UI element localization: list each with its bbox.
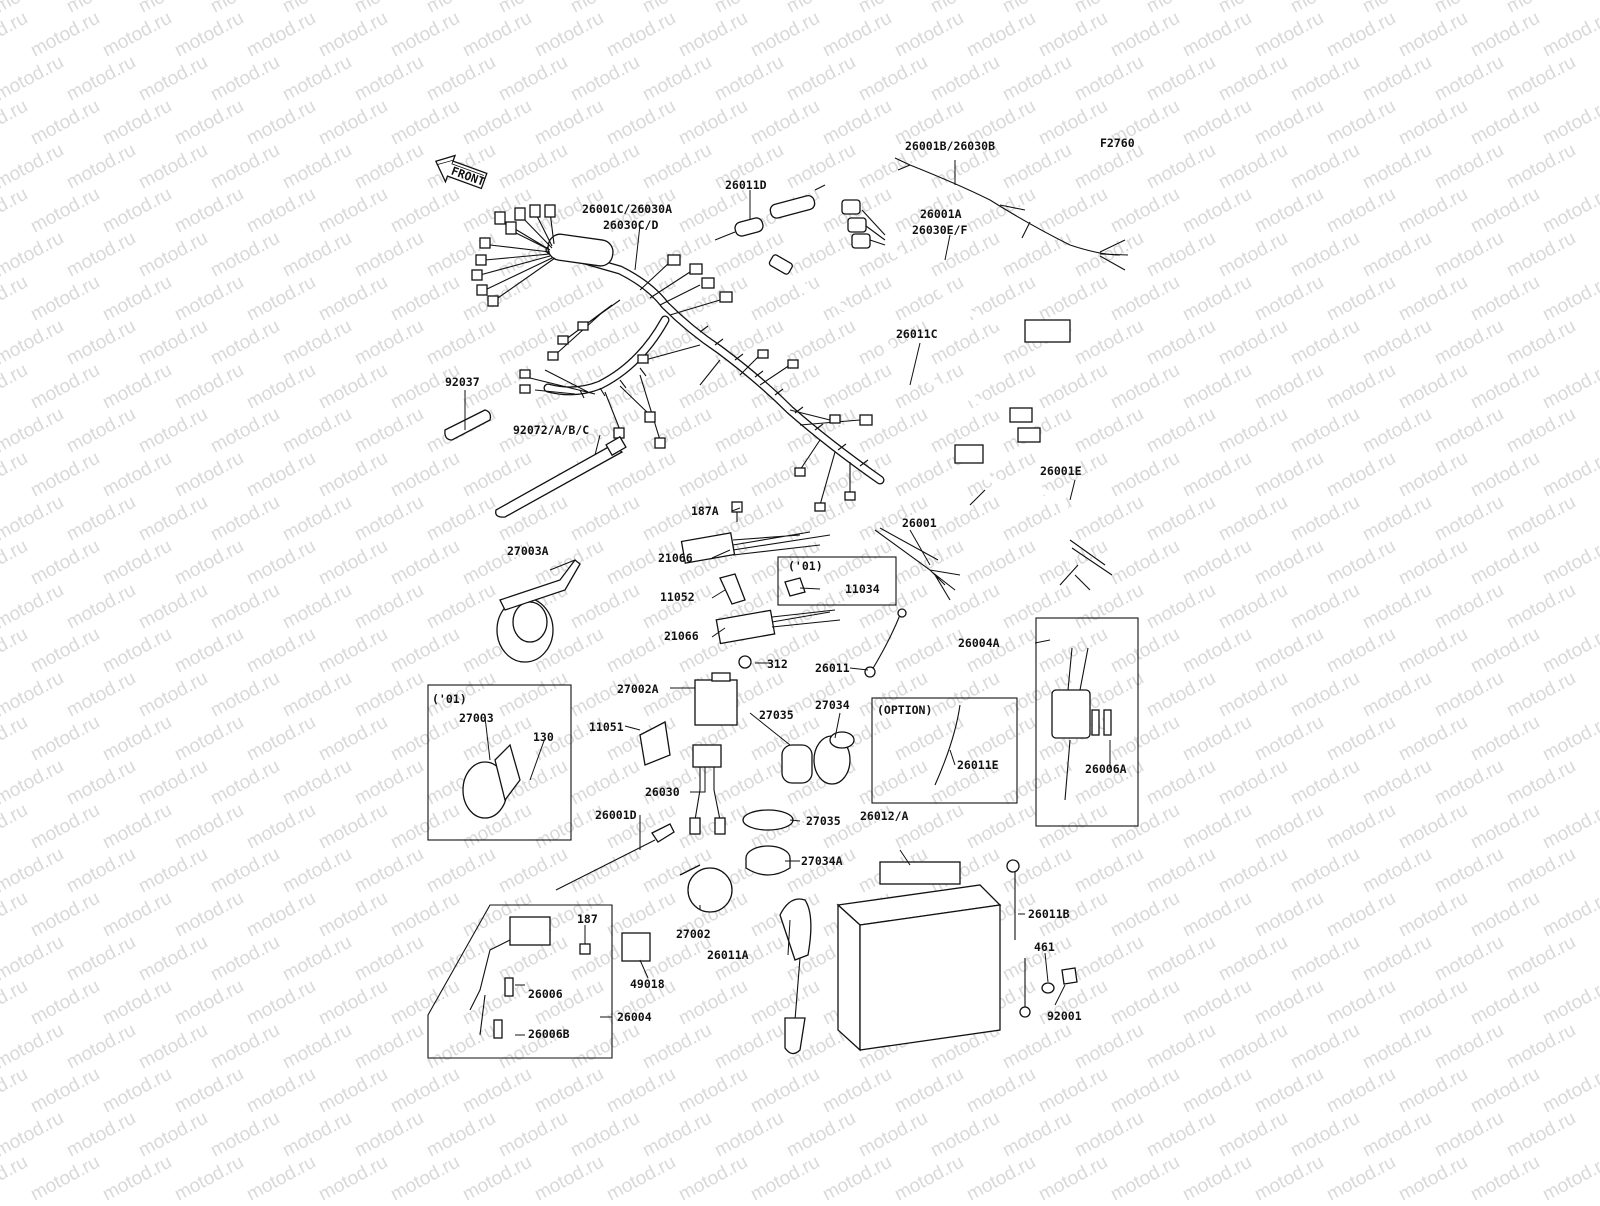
part-21066-top <box>680 531 831 564</box>
figure-code: F2760 <box>1100 136 1135 150</box>
label-461: 461 <box>1034 940 1055 954</box>
label-27002: 27002 <box>676 927 711 941</box>
part-187A-bolt <box>731 501 743 522</box>
label-49018: 49018 <box>630 977 665 991</box>
label-11034: 11034 <box>845 582 880 596</box>
part-26001-harness <box>874 527 961 601</box>
label-01-a: ('01) <box>788 559 823 573</box>
part-26001E-harness <box>954 444 1113 591</box>
label-26030C-D: 26030C/D <box>603 218 658 232</box>
part-labels: 26001B/26030B 26011D 26001C/26030A 26030… <box>432 139 1127 1041</box>
label-27003A: 27003A <box>507 544 549 558</box>
label-26011: 26011 <box>815 661 850 675</box>
label-option: (OPTION) <box>877 703 932 717</box>
label-26004: 26004 <box>617 1010 652 1024</box>
label-92037: 92037 <box>445 375 480 389</box>
part-26011B-cable <box>1006 859 1031 1018</box>
part-92037-clip <box>444 409 492 441</box>
part-461-washer <box>1041 982 1055 994</box>
label-26011B: 26011B <box>1028 907 1070 921</box>
box-26004 <box>427 904 613 1059</box>
box-01-27003 <box>427 684 572 841</box>
label-27034: 27034 <box>815 698 850 712</box>
label-26001: 26001 <box>902 516 937 530</box>
part-92072-band <box>495 435 627 518</box>
label-26012-A: 26012/A <box>860 809 909 823</box>
part-21066-bottom <box>715 609 841 645</box>
main-wiring-harness <box>471 204 885 512</box>
part-27034-buzzer <box>813 731 855 785</box>
label-92001: 92001 <box>1047 1009 1082 1023</box>
part-187-bolt <box>579 943 591 955</box>
part-27034A-buzzer <box>745 845 791 876</box>
part-26011A-cable <box>779 898 812 1055</box>
label-27003: 27003 <box>459 711 494 725</box>
label-130: 130 <box>533 730 554 744</box>
part-27002-horn-relay <box>679 864 733 913</box>
label-26001C-26030A: 26001C/26030A <box>582 202 672 216</box>
label-26006B: 26006B <box>528 1027 570 1041</box>
part-49018-relay <box>621 932 651 962</box>
part-312-nut <box>738 655 752 669</box>
box-26004A <box>1035 617 1139 827</box>
box-01-11034 <box>777 556 897 606</box>
part-27035-clamp-top <box>781 744 813 784</box>
part-26001A-harness <box>841 199 1071 343</box>
part-27002A-relay <box>694 672 738 726</box>
label-312: 312 <box>767 657 788 671</box>
label-26004A: 26004A <box>958 636 1000 650</box>
label-27035-bottom: 27035 <box>806 814 841 828</box>
leader-lines <box>464 160 1111 1036</box>
part-26011D <box>714 184 826 241</box>
label-26001D: 26001D <box>595 808 637 822</box>
label-27035-top: 27035 <box>759 708 794 722</box>
label-26011D: 26011D <box>725 178 767 192</box>
label-26006: 26006 <box>528 987 563 1001</box>
part-26001D-probe <box>555 823 675 891</box>
part-27003A-horn <box>496 559 581 663</box>
label-26001B-26030B: 26001B/26030B <box>905 139 995 153</box>
part-11052-bracket <box>719 573 746 605</box>
label-11052: 11052 <box>660 590 695 604</box>
part-26012-battery <box>836 861 1002 1052</box>
label-26011A: 26011A <box>707 948 749 962</box>
label-27002A: 27002A <box>617 682 659 696</box>
label-26001E: 26001E <box>1040 464 1082 478</box>
part-26001B-harness <box>894 157 1129 271</box>
label-26006A: 26006A <box>1085 762 1127 776</box>
part-26011-cable <box>864 608 907 678</box>
label-187A: 187A <box>691 504 719 518</box>
label-26030: 26030 <box>645 785 680 799</box>
label-187: 187 <box>577 912 598 926</box>
part-26011C-harness <box>768 254 1041 443</box>
part-11051-bracket <box>639 721 671 766</box>
label-21066-top: 21066 <box>658 551 693 565</box>
label-26011C: 26011C <box>896 327 938 341</box>
label-26001A: 26001A <box>920 207 962 221</box>
label-27034A: 27034A <box>801 854 843 868</box>
label-21066-bottom: 21066 <box>664 629 699 643</box>
front-arrow: FRONT <box>434 154 488 190</box>
part-92001-bolt <box>1061 967 1078 985</box>
label-92072: 92072/A/B/C <box>513 423 589 437</box>
part-27035-clamp-bottom <box>742 809 794 831</box>
label-11051: 11051 <box>589 720 624 734</box>
label-26030E-F: 26030E/F <box>912 223 967 237</box>
label-26011E: 26011E <box>957 758 999 772</box>
label-01-b: ('01) <box>432 692 467 706</box>
box-option-26011E <box>871 697 1018 804</box>
part-26030-connector <box>689 744 726 835</box>
